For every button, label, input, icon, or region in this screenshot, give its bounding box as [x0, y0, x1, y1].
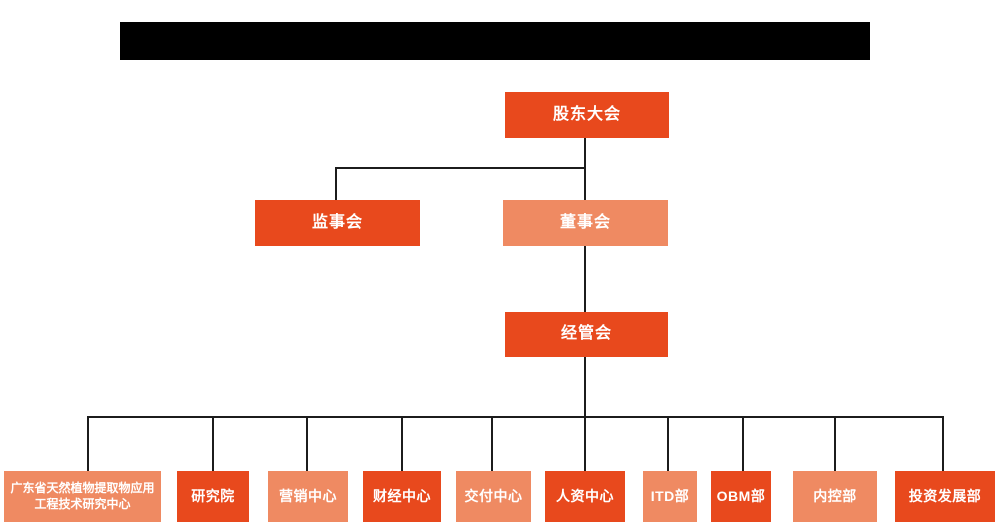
node-dept-obm: OBM部	[711, 471, 771, 522]
node-management-committee: 经管会	[505, 312, 668, 357]
node-dept-research-center: 广东省天然植物提取物应用工程技术研究中心	[4, 471, 161, 522]
connector-drop-dept-0	[87, 416, 89, 471]
node-dept-internal-control: 内控部	[793, 471, 877, 522]
connector-drop-dept-1	[212, 416, 214, 471]
connector-drop-dept-6	[667, 416, 669, 471]
connector-drop-dept-7	[742, 416, 744, 471]
node-dept-marketing-center: 营销中心	[268, 471, 348, 522]
node-dept-research-institute: 研究院	[177, 471, 249, 522]
connector-board-to-management	[584, 246, 586, 312]
node-board-of-directors: 董事会	[503, 200, 668, 246]
node-dept-finance-center: 财经中心	[363, 471, 441, 522]
node-dept-itd: ITD部	[643, 471, 697, 522]
connector-drop-dept-5	[584, 416, 586, 471]
node-shareholders-meeting: 股东大会	[505, 92, 669, 138]
connector-drop-dept-9	[942, 416, 944, 471]
connector-drop-supervisory	[335, 167, 337, 200]
connector-drop-dept-8	[834, 416, 836, 471]
node-dept-investment-development: 投资发展部	[895, 471, 995, 522]
connector-branch-horizontal	[335, 167, 586, 169]
connector-trunk-horizontal	[88, 416, 944, 418]
connector-management-to-trunk	[584, 357, 586, 417]
connector-drop-dept-4	[491, 416, 493, 471]
connector-drop-dept-2	[306, 416, 308, 471]
node-dept-delivery-center: 交付中心	[456, 471, 531, 522]
node-dept-hr-center: 人资中心	[545, 471, 625, 522]
connector-root-to-board	[584, 138, 586, 200]
node-supervisory-board: 监事会	[255, 200, 420, 246]
redacted-title-bar	[120, 22, 870, 60]
connector-drop-dept-3	[401, 416, 403, 471]
